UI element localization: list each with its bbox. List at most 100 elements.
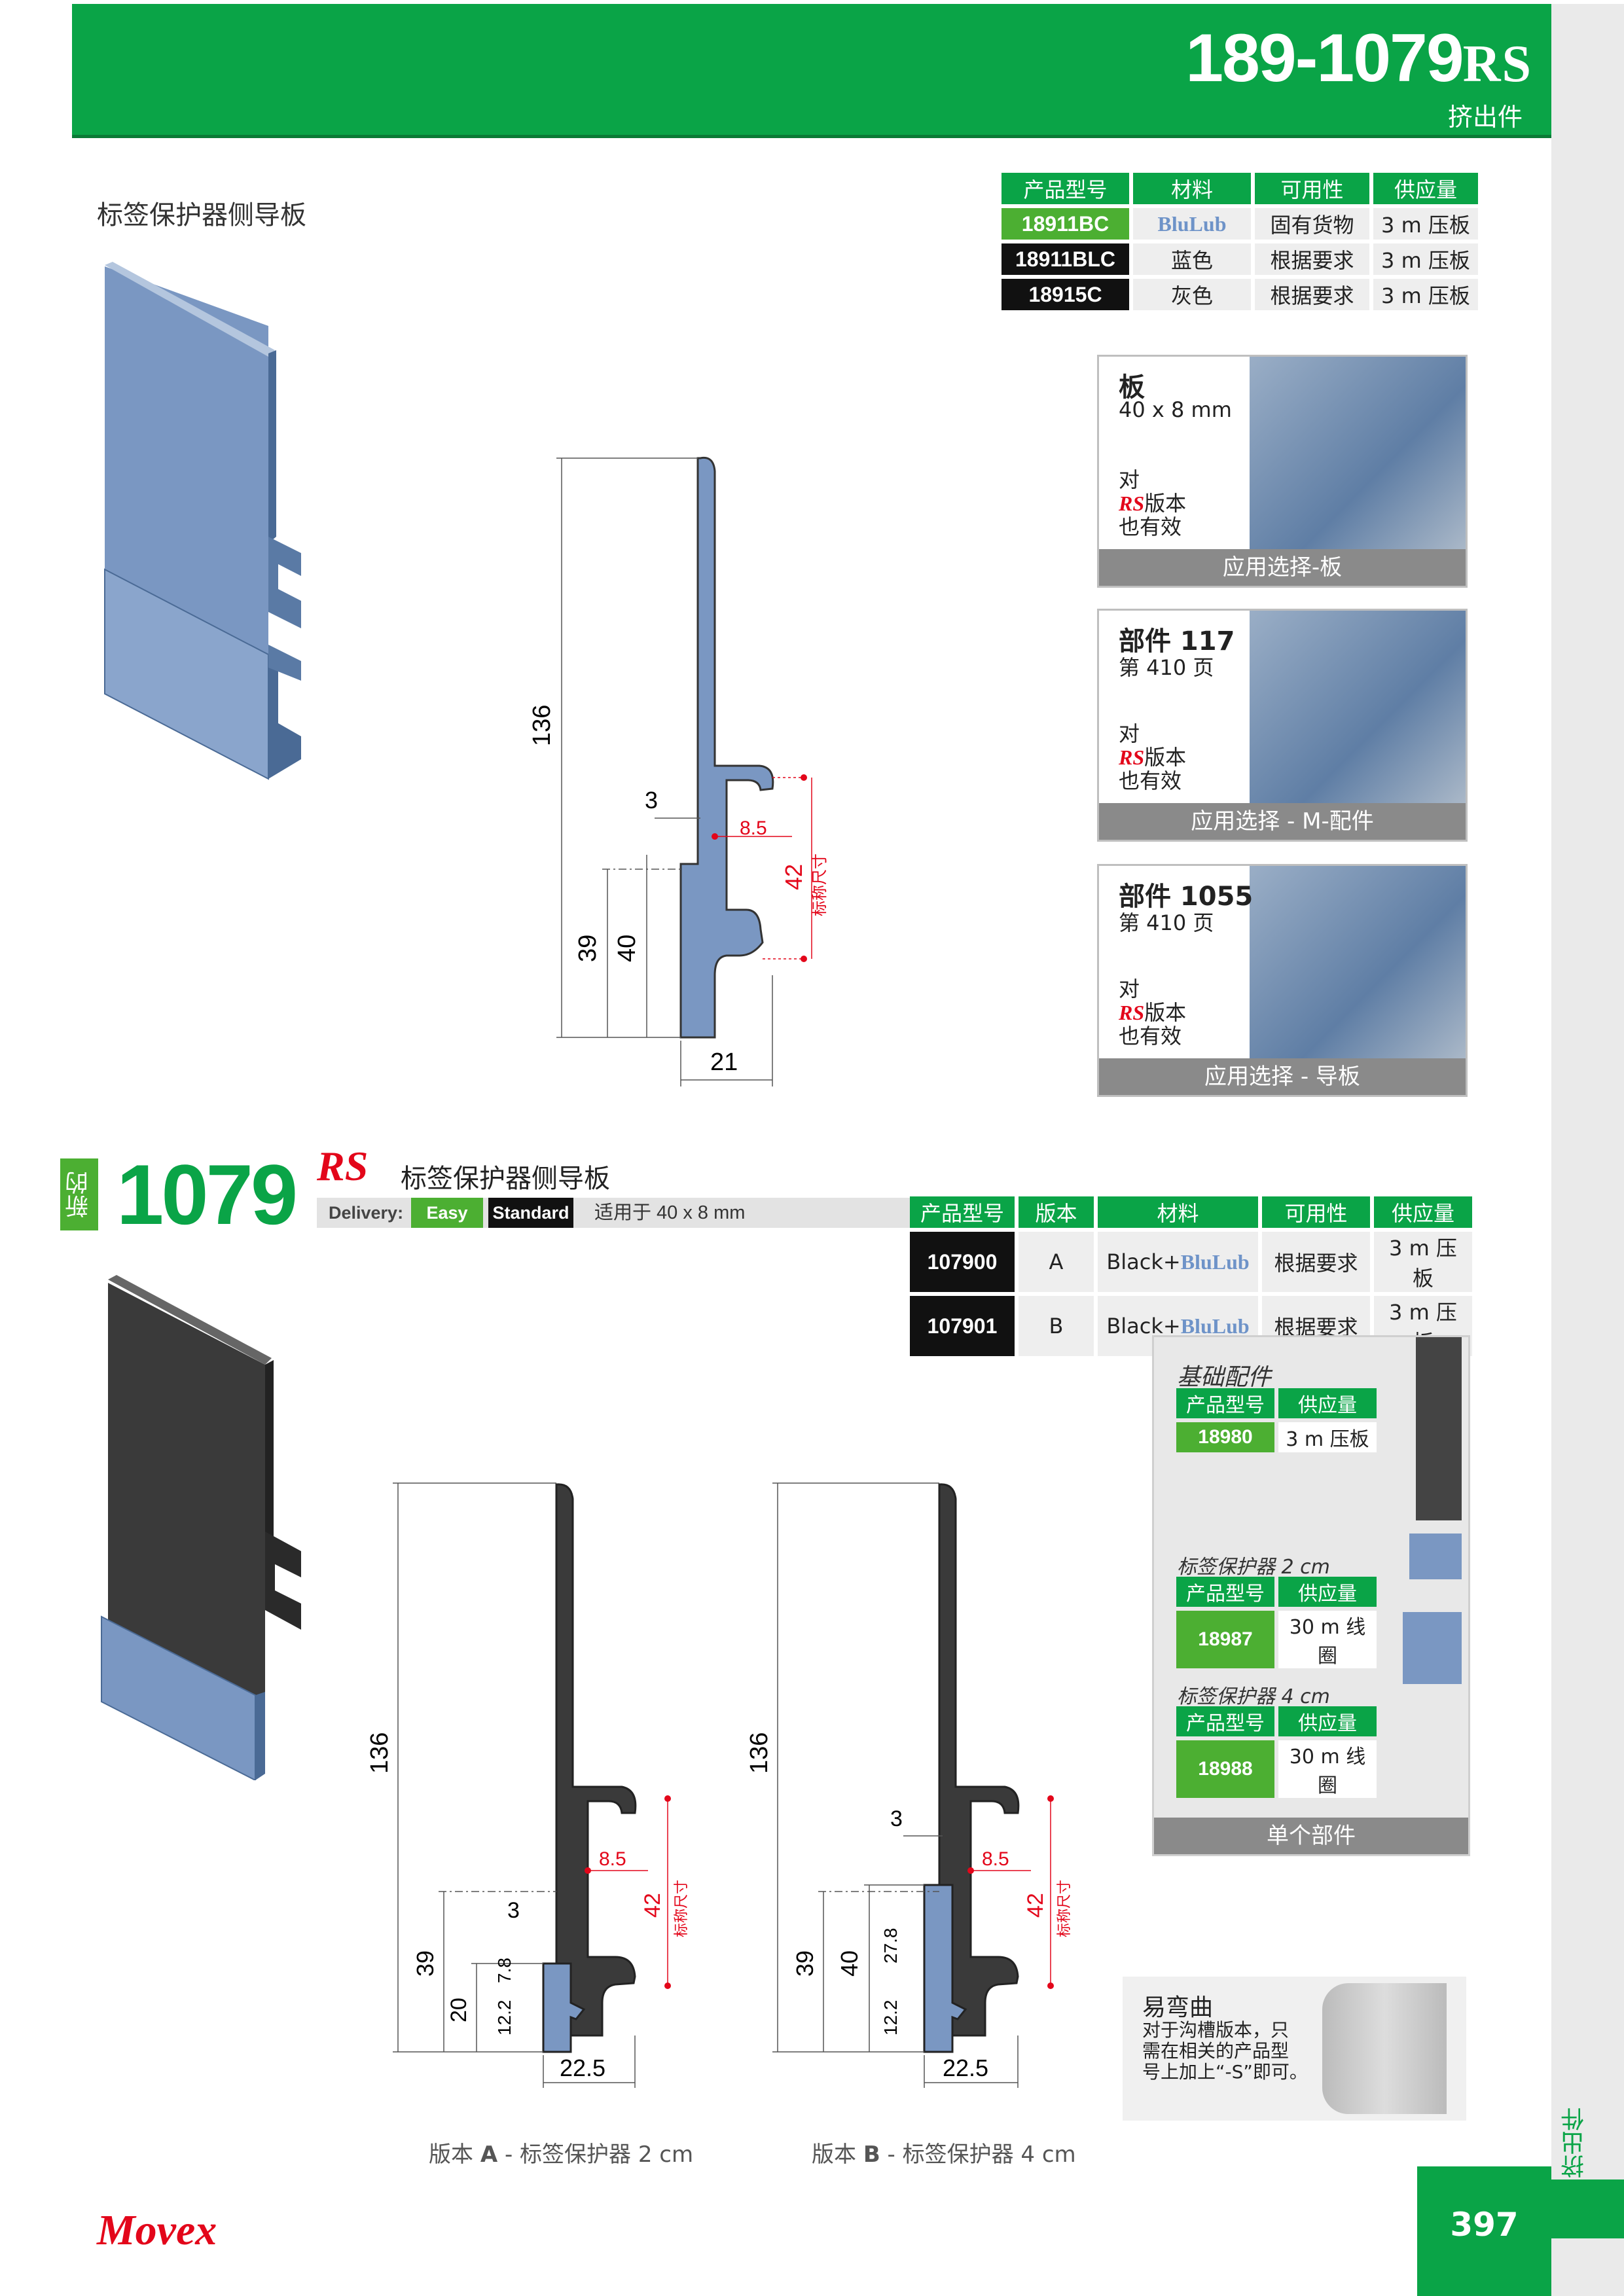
th-product-code: 产品型号	[1001, 173, 1129, 204]
dim-8-5: 8.5	[982, 1848, 1009, 1870]
dim-39: 39	[412, 1950, 439, 1977]
base-accessory-title: 基础配件	[1177, 1364, 1272, 1391]
th-supply: 供应量	[1373, 173, 1478, 204]
card-title: 板	[1119, 372, 1145, 403]
version: A	[1019, 1232, 1094, 1292]
card-title: 部件 117	[1119, 626, 1235, 656]
nominal-size-label: 标称尺寸	[811, 853, 829, 916]
th-product-code: 产品型号	[1176, 1706, 1274, 1736]
dim-136: 136	[746, 1732, 773, 1774]
application-image	[1250, 866, 1466, 1058]
supply: 3 m 压板	[1374, 1232, 1472, 1292]
delivery-bar: Delivery: Easy Standard 适用于 40 x 8 mm	[317, 1198, 912, 1228]
availability: 根据要求	[1262, 1232, 1370, 1292]
product-code: 107900	[910, 1232, 1015, 1292]
availability: 根据要求	[1255, 243, 1369, 275]
caption-version-b: 版本 B - 标签保护器 4 cm	[812, 2142, 1076, 2168]
th-supply: 供应量	[1278, 1706, 1377, 1736]
table-row: 18911BC BluLub 固有货物 3 m 压板	[1001, 208, 1478, 240]
suitable-for: 适用于 40 x 8 mm	[594, 1202, 746, 1223]
card-subtitle: 第 410 页	[1119, 910, 1214, 935]
th-supply: 供应量	[1278, 1577, 1377, 1607]
product-code: 107901	[910, 1296, 1015, 1356]
flex-title: 易弯曲	[1142, 1994, 1214, 2021]
th-product-code: 产品型号	[1176, 1388, 1274, 1418]
table-row: 107900 A Black+BluLub 根据要求 3 m 压板	[910, 1232, 1472, 1292]
page-number-tab	[1551, 2179, 1624, 2238]
dim-42: 42	[640, 1893, 665, 1918]
header-divider	[72, 135, 1555, 138]
dim-39: 39	[574, 935, 602, 962]
dim-22-5: 22.5	[560, 2054, 605, 2081]
nominal-size-label: 标称尺寸	[1056, 1880, 1072, 1937]
curved-guide-image	[1322, 1983, 1447, 2114]
caption-version-a: 版本 A - 标签保护器 2 cm	[429, 2142, 694, 2168]
header-bar	[72, 4, 1555, 135]
flex-text: 对于沟槽版本，只需在相关的产品型号上加上“-S”即可。	[1142, 2019, 1308, 2083]
supply: 30 m 线圈	[1278, 1611, 1377, 1668]
profile-3d-blue	[104, 262, 301, 780]
material: BluLub	[1133, 208, 1251, 240]
availability: 固有货物	[1255, 208, 1369, 240]
protector-4cm-image	[1403, 1612, 1462, 1684]
version-a-cross-section: 136 39 20 12.2 7.8 3 8.5 42 标称尺寸 22.5	[366, 1482, 689, 2088]
movex-logo: Movex	[97, 2206, 217, 2254]
section1-title: 标签保护器侧导板	[97, 200, 306, 230]
supply: 3 m 压板	[1373, 243, 1478, 275]
supply: 3 m 压板	[1373, 279, 1478, 310]
page-number: 397	[1450, 2206, 1519, 2244]
supply: 3 m 压板	[1278, 1422, 1377, 1452]
table-row: 18915C 灰色 根据要求 3 m 压板	[1001, 279, 1478, 310]
main-product-code: 189-1079RS	[1185, 20, 1532, 96]
version-b-cross-section: 136 39 40 27.8 12.2 3 8.5 42 标称尺寸 22.5	[746, 1482, 1072, 2088]
dim-40: 40	[836, 1950, 863, 1977]
product-code: 18987	[1176, 1611, 1274, 1668]
product-code: 18980	[1176, 1422, 1274, 1452]
dim-8-5: 8.5	[740, 817, 767, 839]
right-margin-strip	[1551, 4, 1624, 2296]
base-part-image	[1416, 1337, 1462, 1520]
th-product-code: 产品型号	[910, 1196, 1015, 1228]
dim-8-5: 8.5	[599, 1848, 626, 1870]
th-availability: 可用性	[1262, 1196, 1370, 1228]
product-code: 18911BLC	[1001, 243, 1129, 275]
card-subtitle: 40 x 8 mm	[1119, 397, 1232, 422]
header-subtitle: 挤出件	[1447, 103, 1523, 132]
new-badge: 新的	[60, 1158, 98, 1230]
standard-badge: Standard	[488, 1198, 573, 1228]
application-image	[1250, 611, 1466, 803]
section1-cross-section: 136 39 40 3 8.5 42 标称尺寸 21	[528, 456, 829, 1086]
dim-12-2: 12.2	[880, 2000, 901, 2036]
profile-3d-black	[101, 1275, 301, 1780]
th-supply: 供应量	[1278, 1388, 1377, 1418]
material: Black+BluLub	[1098, 1232, 1258, 1292]
dim-3: 3	[507, 1898, 520, 1923]
supply: 30 m 线圈	[1278, 1740, 1377, 1798]
easy-badge: Easy	[411, 1198, 483, 1228]
card-subtitle: 第 410 页	[1119, 655, 1214, 680]
supply: 3 m 压板	[1373, 208, 1478, 240]
th-product-code: 产品型号	[1176, 1577, 1274, 1607]
protector-2cm-image	[1409, 1534, 1462, 1579]
section2-product-code: 1079	[117, 1147, 298, 1242]
card-footer: 应用选择 - 导板	[1099, 1058, 1466, 1095]
availability: 根据要求	[1255, 279, 1369, 310]
dim-39: 39	[791, 1950, 818, 1977]
th-material: 材料	[1133, 173, 1251, 204]
card-footer: 应用选择 - M-配件	[1099, 803, 1466, 840]
material: 灰色	[1133, 279, 1251, 310]
dim-136: 136	[366, 1732, 393, 1774]
product-code: 18915C	[1001, 279, 1129, 310]
dim-3: 3	[890, 1806, 903, 1831]
dim-3: 3	[645, 787, 658, 814]
section2-title: 标签保护器侧导板	[401, 1164, 610, 1194]
